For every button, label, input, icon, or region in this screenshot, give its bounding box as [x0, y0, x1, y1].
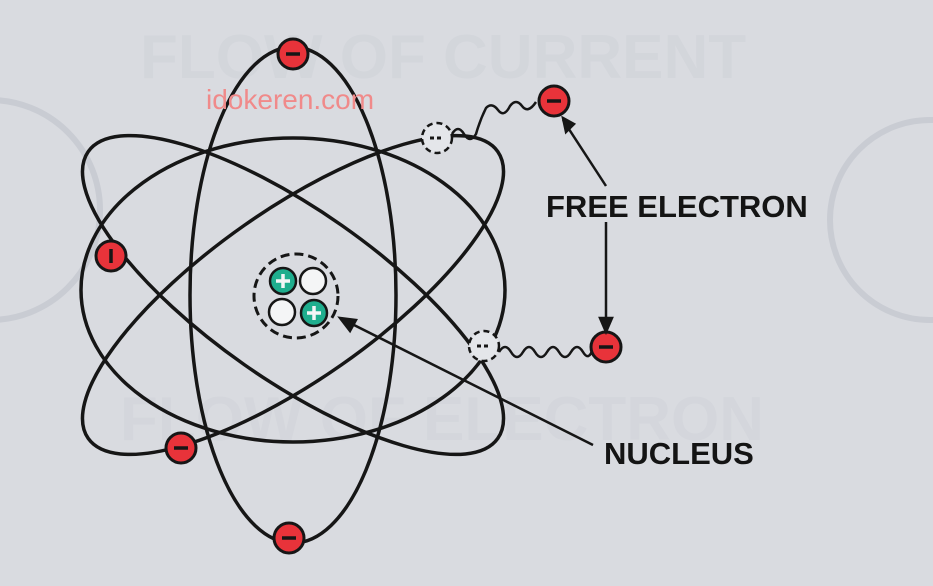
- arrowhead-icon: [598, 316, 614, 336]
- leaders: [337, 115, 614, 447]
- proton: [268, 266, 298, 296]
- orbit-tilted-down: [80, 133, 506, 457]
- free-electron: [537, 84, 571, 118]
- background-ghost-print: FLOW OF CURRENT FLOW OF ELECTRON: [0, 23, 933, 454]
- leader-free-electron-top: [561, 119, 608, 187]
- watermark: idokeren.com: [206, 84, 374, 115]
- electrons: [94, 37, 310, 555]
- plus-icon: [276, 274, 290, 288]
- arrowhead-icon: [337, 316, 358, 334]
- hole: [467, 329, 501, 363]
- nucleus: [252, 252, 340, 340]
- proton: [299, 298, 329, 328]
- free-electron: [589, 330, 623, 364]
- leader-nucleus: [343, 318, 594, 447]
- arrowhead-icon: [561, 115, 577, 135]
- electron: [164, 431, 198, 465]
- neutron: [298, 266, 328, 296]
- escape-path-top: [450, 100, 538, 141]
- escape-path-bottom: [497, 345, 595, 359]
- electron: [276, 37, 310, 71]
- nucleus-boundary: [252, 252, 340, 340]
- electron: [94, 239, 128, 273]
- escape-paths: [450, 100, 595, 359]
- svg-text:FLOW OF CURRENT: FLOW OF CURRENT: [140, 23, 746, 92]
- free-electron-label: FREE ELECTRON: [546, 189, 808, 224]
- orbits: [79, 45, 507, 545]
- plus-icon: [307, 306, 321, 320]
- orbit-vertical: [188, 45, 398, 545]
- free-electrons: [537, 84, 623, 364]
- holes: [420, 121, 501, 363]
- hole: [420, 121, 454, 155]
- electron: [272, 521, 306, 555]
- orbit-horizontal: [79, 136, 507, 444]
- neutron: [267, 297, 297, 327]
- orbit-tilted-up: [80, 133, 506, 457]
- nucleus-label: NUCLEUS: [604, 436, 754, 471]
